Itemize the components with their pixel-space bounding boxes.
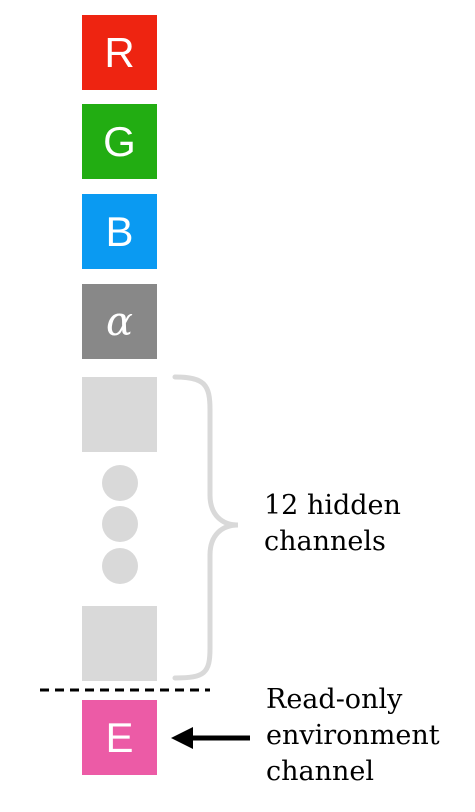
ellipsis-dot-2 bbox=[102, 506, 138, 542]
environment-caption: Read-only environment channel bbox=[266, 682, 440, 790]
channel-alpha-box: α bbox=[82, 284, 157, 359]
environment-caption-line1: Read-only bbox=[266, 684, 403, 715]
hidden-channel-box-last bbox=[82, 606, 157, 681]
hidden-channels-label-line1: 12 hidden bbox=[264, 490, 401, 521]
channel-r-label: R bbox=[104, 28, 135, 76]
arrow-head bbox=[171, 727, 193, 749]
channel-alpha-label: α bbox=[105, 298, 133, 345]
channel-b-box: B bbox=[82, 194, 157, 269]
environment-channel-label: E bbox=[105, 713, 134, 761]
environment-caption-line3: channel bbox=[266, 756, 374, 787]
hidden-channels-label: 12 hidden channels bbox=[264, 488, 401, 560]
hidden-channel-box-first bbox=[82, 377, 157, 452]
channel-g-label: G bbox=[103, 117, 136, 165]
ellipsis-dot-1 bbox=[102, 465, 138, 501]
environment-caption-line2: environment bbox=[266, 720, 440, 751]
channel-g-box: G bbox=[82, 104, 157, 179]
environment-channel-box: E bbox=[82, 700, 157, 775]
channel-r-box: R bbox=[82, 15, 157, 90]
ellipsis-dot-3 bbox=[102, 548, 138, 584]
hidden-channels-brace bbox=[172, 374, 239, 681]
channel-b-label: B bbox=[105, 207, 134, 255]
hidden-channels-label-line2: channels bbox=[264, 526, 386, 557]
